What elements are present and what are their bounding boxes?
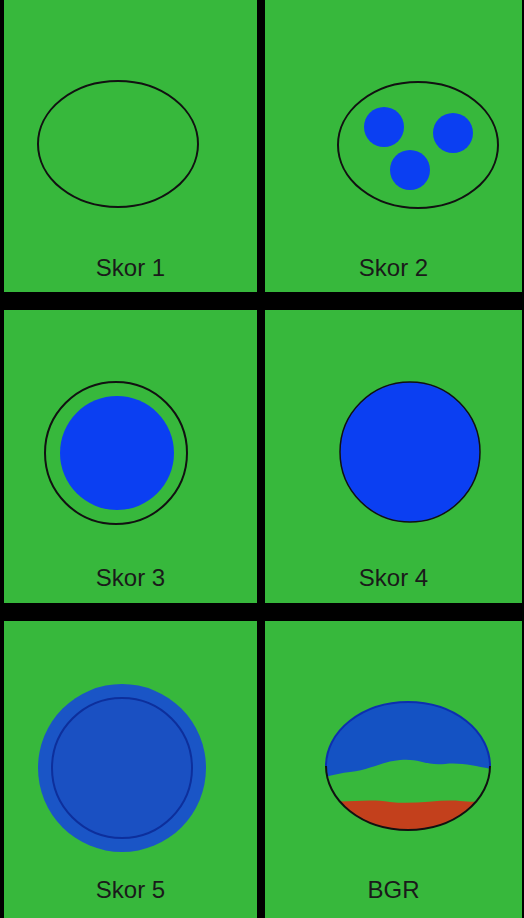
empty-ellipse: [38, 81, 198, 207]
score-label: Skor 1: [4, 253, 257, 283]
blue-disc: [60, 396, 174, 510]
blue-dot: [364, 107, 404, 147]
circle-outline: [45, 382, 187, 524]
blue-disc: [340, 382, 480, 522]
panel-ground: [265, 0, 522, 292]
panel-ground: [265, 621, 522, 918]
upper-outline: [326, 702, 490, 766]
bgr-fill: [320, 690, 500, 840]
panel-ground: [4, 621, 257, 918]
score-panel: Skor 4: [265, 310, 522, 603]
score-label: Skor 2: [265, 253, 522, 283]
blue-dot: [390, 150, 430, 190]
inner-circle: [52, 698, 192, 838]
score-label: Skor 4: [265, 563, 522, 593]
lower-outline: [326, 766, 490, 830]
panel-ground: [4, 310, 257, 603]
blue-dot: [433, 113, 473, 153]
score-label: Skor 5: [4, 875, 257, 905]
blue-layer: [320, 690, 500, 778]
ellipse-outline: [338, 82, 498, 208]
score-panel: Skor 5: [4, 621, 257, 918]
score-panel: Skor 2: [265, 0, 522, 292]
score-label: BGR: [265, 875, 522, 905]
score-panel: BGR: [265, 621, 522, 918]
panel-ground: [4, 0, 257, 292]
score-panel: Skor 3: [4, 310, 257, 603]
score-label: Skor 3: [4, 563, 257, 593]
outer-blue-disc: [38, 684, 206, 852]
score-panel: Skor 1: [4, 0, 257, 292]
panel-ground: [265, 310, 522, 603]
